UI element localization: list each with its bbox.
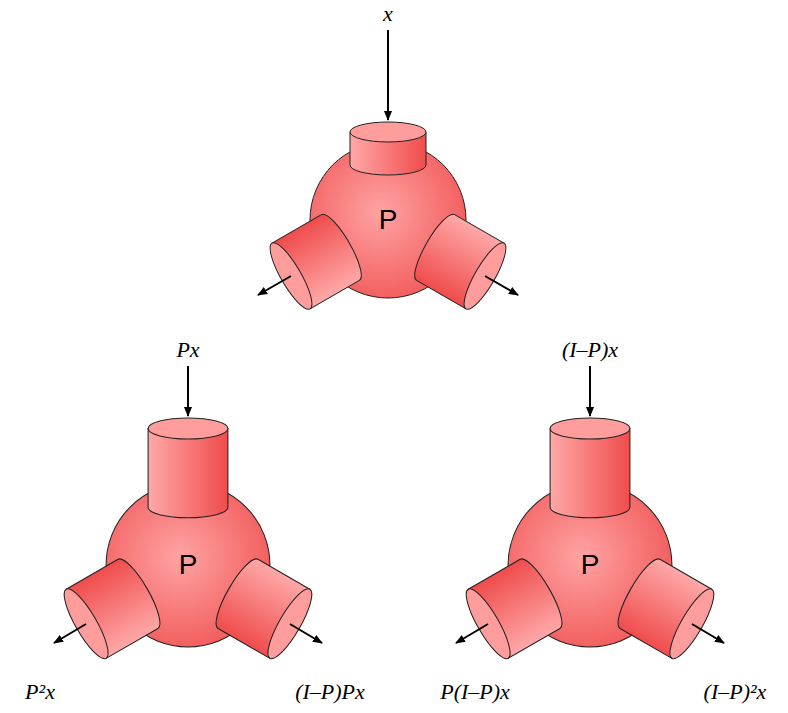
flow-arrows: [54, 30, 724, 643]
vector-label: (I–P)²x: [704, 679, 767, 705]
vector-label: P(I–P)x: [440, 679, 510, 705]
operator-letter: P: [179, 549, 198, 581]
operator-letter: P: [379, 204, 398, 236]
projector-node: P: [171, 544, 206, 586]
projector-blob: [459, 418, 721, 664]
vector-label: x: [383, 1, 393, 27]
operator-letter: P: [581, 549, 600, 581]
projector-node: P: [371, 199, 406, 241]
vector-label: Px: [176, 337, 199, 363]
vector-label: (I–P)Px: [295, 679, 365, 705]
projector-blob: [57, 418, 319, 664]
projector-blob: [263, 122, 512, 314]
vector-label: (I–P)x: [562, 337, 618, 363]
projector-node: P: [573, 544, 608, 586]
vector-label: P²x: [25, 679, 55, 705]
